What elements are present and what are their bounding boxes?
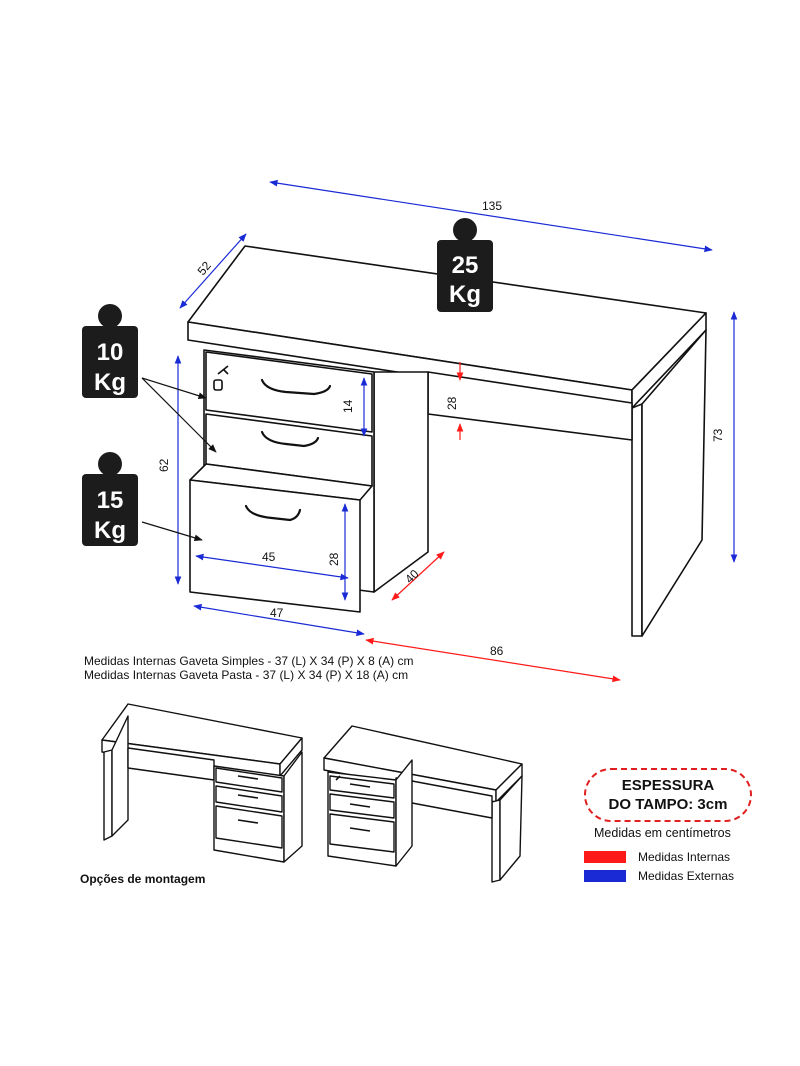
label-52: 52 [195, 258, 215, 277]
legend-title: Medidas em centímetros [594, 826, 731, 840]
right-leg-side [641, 329, 707, 637]
handle-3 [244, 504, 302, 522]
top-thickness-badge: ESPESSURA DO TAMPO: 3cm [584, 768, 752, 822]
legend-external: Medidas Externas [584, 869, 734, 883]
legend-internal: Medidas Internas [584, 850, 730, 864]
svg-text:Kg: Kg [94, 517, 126, 544]
external-dimensions [174, 179, 738, 637]
dim-line-45 [195, 553, 349, 581]
internal-dimensions [365, 362, 621, 683]
label-14: 14 [341, 399, 355, 413]
mounting-options-label: Opções de montagem [80, 872, 206, 886]
spec-pasta-drawer: Medidas Internas Gaveta Pasta - 37 (L) X… [84, 668, 409, 682]
handle-1 [260, 378, 332, 396]
mounting-option-left-desk [101, 703, 303, 863]
badge-line-1: ESPESSURA [621, 777, 715, 794]
label-135: 135 [482, 199, 502, 213]
svg-text:10: 10 [97, 339, 124, 366]
right-leg [631, 403, 643, 637]
dim-line-135 [269, 179, 713, 253]
label-73: 73 [711, 428, 725, 442]
main-desk [187, 245, 707, 637]
svg-text:15: 15 [97, 487, 124, 514]
label-47: 47 [270, 606, 284, 620]
spec-simple-drawer: Medidas Internas Gaveta Simples - 37 (L)… [84, 654, 414, 668]
dim-line-86 [365, 637, 621, 683]
legend-external-swatch [584, 870, 626, 882]
label-28-drawer: 28 [327, 552, 341, 566]
dim-line-52 [179, 233, 247, 309]
badge-line-2: DO TAMPO: 3cm [608, 796, 728, 813]
mounting-option-right-handles [335, 775, 371, 832]
legend-external-label: Medidas Externas [638, 869, 735, 883]
label-28-gap: 28 [445, 396, 459, 410]
weight-icon-25kg: 25 Kg [437, 218, 493, 312]
label-86: 86 [490, 644, 504, 658]
weight-icon-10kg: 10 Kg [82, 304, 138, 398]
label-45: 45 [262, 550, 276, 564]
svg-text:Kg: Kg [94, 369, 126, 396]
dim-line-40 [391, 551, 445, 601]
lock-icon [213, 365, 229, 391]
handles [244, 378, 332, 522]
open-drawer-front [189, 479, 361, 613]
weight-icon-15kg: 15 Kg [82, 452, 138, 546]
svg-text:Kg: Kg [449, 281, 481, 308]
mounting-option-left-handles [237, 775, 259, 824]
legend-internal-swatch [584, 851, 626, 863]
cabinet-side [373, 371, 429, 593]
handle-2 [260, 430, 320, 448]
weight-pointers [141, 377, 217, 542]
label-62: 62 [157, 458, 171, 472]
dim-line-47 [193, 603, 365, 637]
svg-text:25: 25 [452, 252, 479, 279]
legend-internal-label: Medidas Internas [638, 850, 731, 864]
